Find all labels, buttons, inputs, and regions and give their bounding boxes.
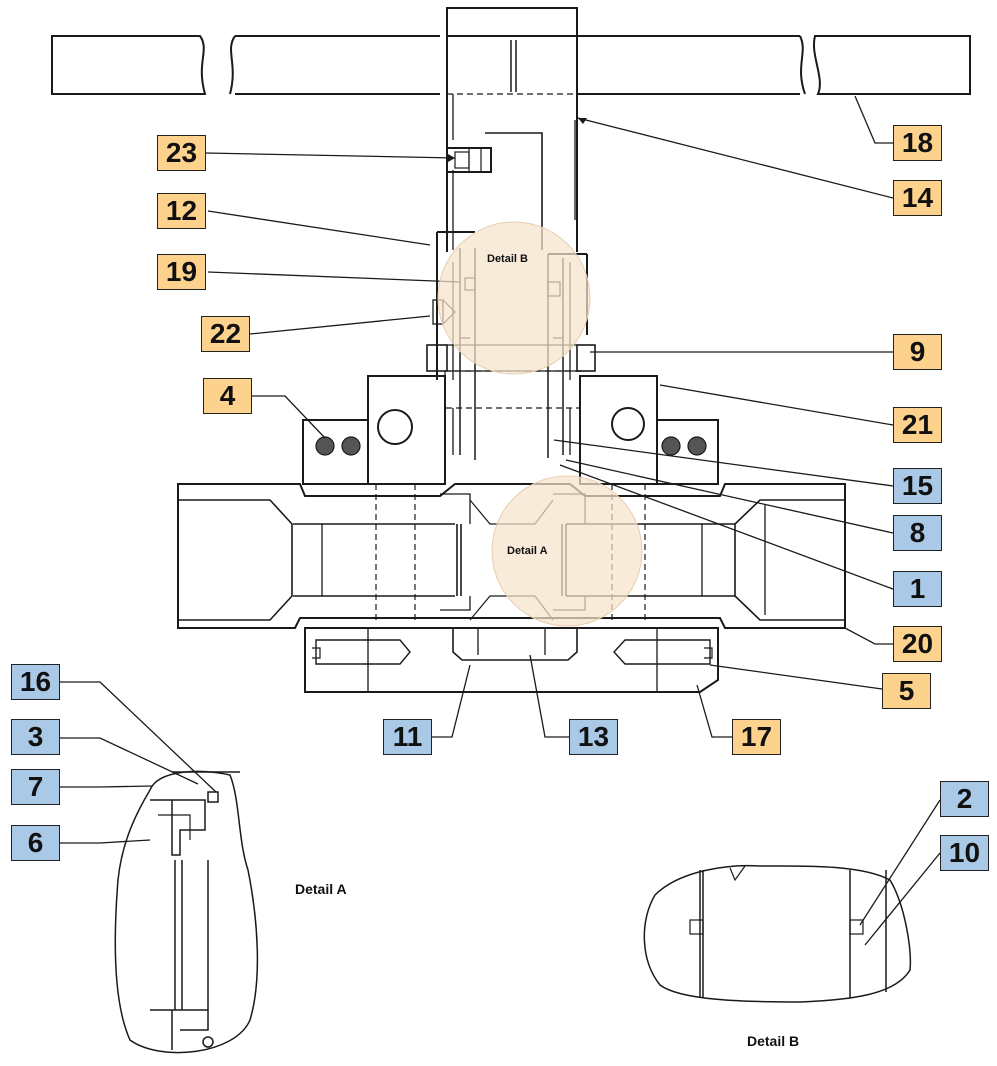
lower-bonnet [304, 627, 719, 693]
callout-14: 14 [893, 180, 942, 216]
callout-20: 20 [893, 626, 942, 662]
callout-2: 2 [940, 781, 989, 817]
handle-bar [51, 7, 971, 95]
callout-10: 10 [940, 835, 989, 871]
callout-21: 21 [893, 407, 942, 443]
leader-lines [60, 95, 941, 946]
callout-9: 9 [893, 334, 942, 370]
callout-22: 22 [201, 316, 250, 352]
callout-6: 6 [11, 825, 60, 861]
callout-19: 19 [157, 254, 206, 290]
detail-a-highlight [491, 475, 643, 627]
callout-7: 7 [11, 769, 60, 805]
detail-b-circle-label: Detail B [487, 253, 528, 265]
callout-13: 13 [569, 719, 618, 755]
callout-15: 15 [893, 468, 942, 504]
callout-3: 3 [11, 719, 60, 755]
detail-a-circle-label: Detail A [507, 545, 548, 557]
callout-11: 11 [383, 719, 432, 755]
handle-hub [446, 94, 578, 252]
callout-4: 4 [203, 378, 252, 414]
detail-a-view [114, 770, 259, 1054]
callout-8: 8 [893, 515, 942, 551]
yoke [302, 375, 719, 485]
callout-5: 5 [882, 673, 931, 709]
callout-1: 1 [893, 571, 942, 607]
detail-b-highlight [437, 221, 591, 375]
callout-12: 12 [157, 193, 206, 229]
callout-23: 23 [157, 135, 206, 171]
detail-b-view [643, 864, 912, 1003]
detail-a-caption: Detail A [295, 881, 347, 897]
callout-17: 17 [732, 719, 781, 755]
detail-b-caption: Detail B [747, 1033, 800, 1049]
callout-18: 18 [893, 125, 942, 161]
callout-16: 16 [11, 664, 60, 700]
